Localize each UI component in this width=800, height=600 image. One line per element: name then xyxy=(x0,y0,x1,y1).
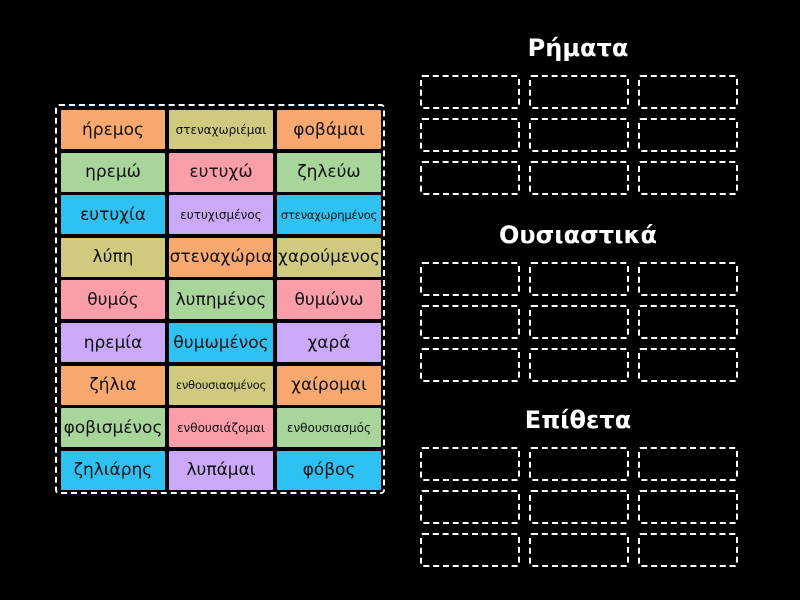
drop-slot[interactable] xyxy=(529,533,629,567)
word-tile[interactable]: ενθουσιασμένος xyxy=(169,365,273,405)
drop-slot[interactable] xyxy=(420,490,520,524)
word-tile[interactable]: φοβισμένος xyxy=(61,408,165,448)
drop-slot[interactable] xyxy=(420,118,520,152)
word-tile[interactable]: χαρά xyxy=(277,323,381,362)
drop-slot[interactable] xyxy=(420,348,520,382)
word-tile[interactable]: θυμώνω xyxy=(277,280,381,320)
word-tile[interactable]: ζηλιάρης xyxy=(61,450,165,490)
drop-slot[interactable] xyxy=(638,118,738,152)
drop-slot[interactable] xyxy=(529,447,629,481)
word-tile[interactable]: χαρούμενος xyxy=(277,237,381,277)
word-tile[interactable]: ευτυχία xyxy=(61,195,165,235)
drop-slot[interactable] xyxy=(638,262,738,296)
drop-slot[interactable] xyxy=(420,262,520,296)
drop-slot[interactable] xyxy=(529,490,629,524)
drop-slot[interactable] xyxy=(638,348,738,382)
drop-slot[interactable] xyxy=(420,75,520,109)
drop-slot[interactable] xyxy=(420,161,520,195)
drop-slot[interactable] xyxy=(529,262,629,296)
word-tile[interactable]: λυπάμαι xyxy=(169,450,273,490)
word-tile[interactable]: λύπη xyxy=(61,237,165,277)
word-tile[interactable]: χαίρομαι xyxy=(277,365,381,405)
drop-slot[interactable] xyxy=(638,447,738,481)
drop-slot[interactable] xyxy=(529,161,629,195)
word-tile[interactable]: ζηλεύω xyxy=(277,152,381,192)
drop-slot[interactable] xyxy=(638,75,738,109)
word-tile[interactable]: λυπημένος xyxy=(169,280,273,320)
word-tile[interactable]: ενθουσιάζομαι xyxy=(169,408,273,448)
word-tile[interactable]: φόβος xyxy=(277,450,381,490)
drop-slot[interactable] xyxy=(529,118,629,152)
drop-slot[interactable] xyxy=(529,348,629,382)
word-tile[interactable]: στεναχωρημένος xyxy=(277,195,381,235)
word-tile[interactable]: στεναχώρια xyxy=(169,237,273,277)
word-tile[interactable]: θυμωμένος xyxy=(169,323,273,362)
drop-slot[interactable] xyxy=(638,533,738,567)
drop-slot[interactable] xyxy=(638,305,738,339)
category-title: Επίθετα xyxy=(524,406,632,434)
drop-slot[interactable] xyxy=(529,75,629,109)
word-tile[interactable]: θυμός xyxy=(61,280,165,320)
drop-slot[interactable] xyxy=(420,533,520,567)
word-tile[interactable]: στεναχωριέμαι xyxy=(169,110,273,149)
word-tile[interactable]: ηρεμώ xyxy=(61,152,165,192)
word-tile[interactable]: ευτυχισμένος xyxy=(169,195,273,235)
category-title: Ουσιαστικά xyxy=(498,221,658,249)
word-tile[interactable]: ζήλια xyxy=(61,365,165,405)
drop-slot[interactable] xyxy=(420,447,520,481)
drop-slot[interactable] xyxy=(638,490,738,524)
drop-slot[interactable] xyxy=(420,305,520,339)
word-tile[interactable]: ηρεμία xyxy=(61,323,165,362)
word-tile[interactable]: ήρεμος xyxy=(61,110,165,149)
word-tile[interactable]: ενθουσιασμός xyxy=(277,408,381,448)
drop-slot[interactable] xyxy=(638,161,738,195)
word-tile[interactable]: φοβάμαι xyxy=(277,110,381,149)
word-tile[interactable]: ευτυχώ xyxy=(169,152,273,192)
category-title: Ρήματα xyxy=(527,34,629,62)
drop-slot[interactable] xyxy=(529,305,629,339)
